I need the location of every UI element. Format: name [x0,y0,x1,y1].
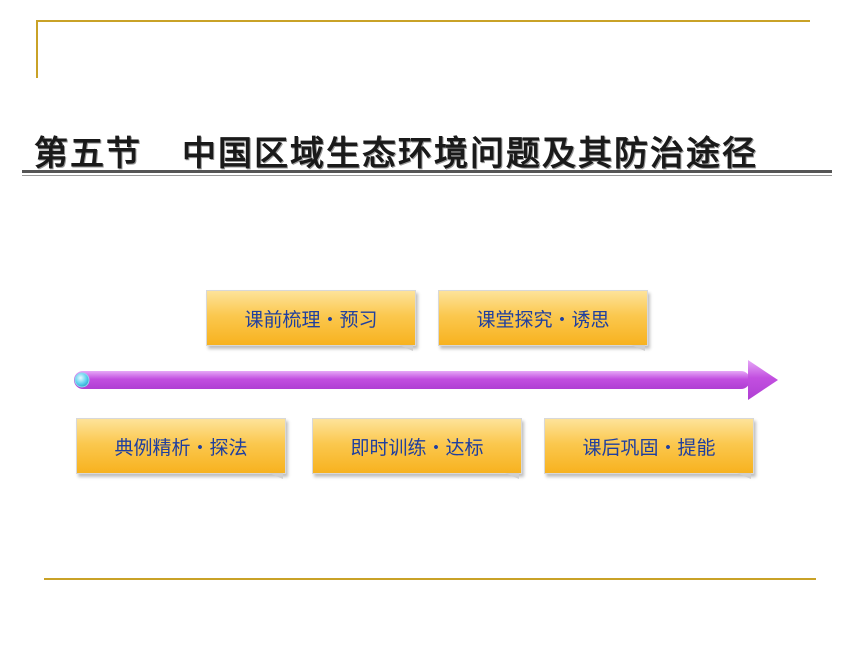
nav-button-review[interactable]: 课后巩固・提能 [544,418,754,474]
nav-button-practice[interactable]: 即时训练・达标 [312,418,522,474]
nav-button-label: 课后巩固・提能 [582,436,716,459]
timeline-arrow-icon [74,360,778,400]
section-number: 第五节 [34,134,142,174]
left-gold-rule [36,20,38,78]
nav-button-examples[interactable]: 典例精析・探法 [76,418,286,474]
top-gold-rule [36,20,810,22]
nav-button-label: 课前梳理・预习 [244,308,378,331]
nav-button-label: 典例精析・探法 [114,436,248,459]
nav-button-preview[interactable]: 课前梳理・预习 [206,290,416,346]
title-underline-thin [22,175,832,176]
bottom-gold-rule [44,578,816,580]
nav-button-label: 即时训练・达标 [350,436,484,459]
slide-title: 第五节中国区域生态环境问题及其防治途径 [34,126,758,175]
timeline-start-dot [74,372,90,388]
title-underline [22,170,832,173]
section-topic: 中国区域生态环境问题及其防治途径 [182,134,758,174]
nav-button-explore[interactable]: 课堂探究・诱思 [438,290,648,346]
nav-button-label: 课堂探究・诱思 [476,308,610,331]
